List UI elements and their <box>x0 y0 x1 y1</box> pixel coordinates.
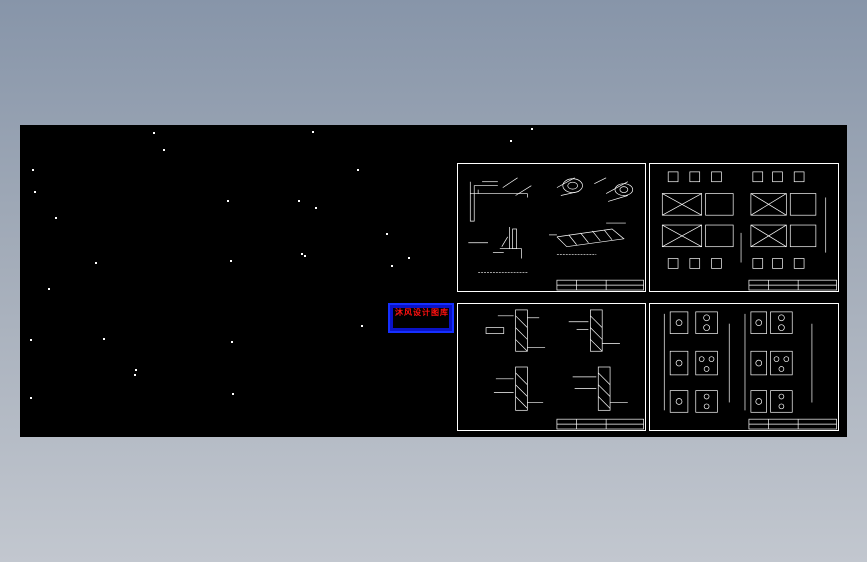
canvas-speck <box>230 260 232 262</box>
canvas-speck <box>531 128 533 130</box>
canvas-speck <box>135 369 137 371</box>
sheet-plan-details[interactable] <box>649 303 839 431</box>
canvas-speck <box>163 149 165 151</box>
watermark-logo: 沐风设计图库 <box>388 303 454 333</box>
canvas-speck <box>231 341 233 343</box>
canvas-speck <box>153 132 155 134</box>
canvas-speck <box>134 374 136 376</box>
sheet-elevation-details[interactable] <box>649 163 839 292</box>
canvas-speck <box>95 262 97 264</box>
elevation-details-drawing <box>661 171 837 291</box>
drawing-canvas[interactable]: 沐风设计图库 <box>20 125 847 437</box>
canvas-speck <box>227 200 229 202</box>
sheet-pipe-details[interactable] <box>457 163 646 292</box>
canvas-speck <box>315 207 317 209</box>
pipe-details-drawing <box>468 177 644 291</box>
plan-details-drawing <box>663 311 837 430</box>
canvas-speck <box>34 191 36 193</box>
canvas-speck <box>48 288 50 290</box>
canvas-speck <box>103 338 105 340</box>
logo-title: 沐风设计图库 <box>395 308 449 317</box>
canvas-speck <box>30 339 32 341</box>
wall-sections-drawing <box>485 309 644 430</box>
canvas-speck <box>30 397 32 399</box>
canvas-speck <box>312 131 314 133</box>
logo-inner <box>393 308 449 328</box>
canvas-speck <box>55 217 57 219</box>
canvas-speck <box>304 255 306 257</box>
canvas-speck <box>386 233 388 235</box>
canvas-speck <box>361 325 363 327</box>
canvas-speck <box>357 169 359 171</box>
canvas-speck <box>298 200 300 202</box>
canvas-speck <box>408 257 410 259</box>
canvas-speck <box>510 140 512 142</box>
sheet-wall-sections[interactable] <box>457 303 646 431</box>
canvas-speck <box>32 169 34 171</box>
canvas-speck <box>301 253 303 255</box>
canvas-speck <box>232 393 234 395</box>
canvas-speck <box>391 265 393 267</box>
